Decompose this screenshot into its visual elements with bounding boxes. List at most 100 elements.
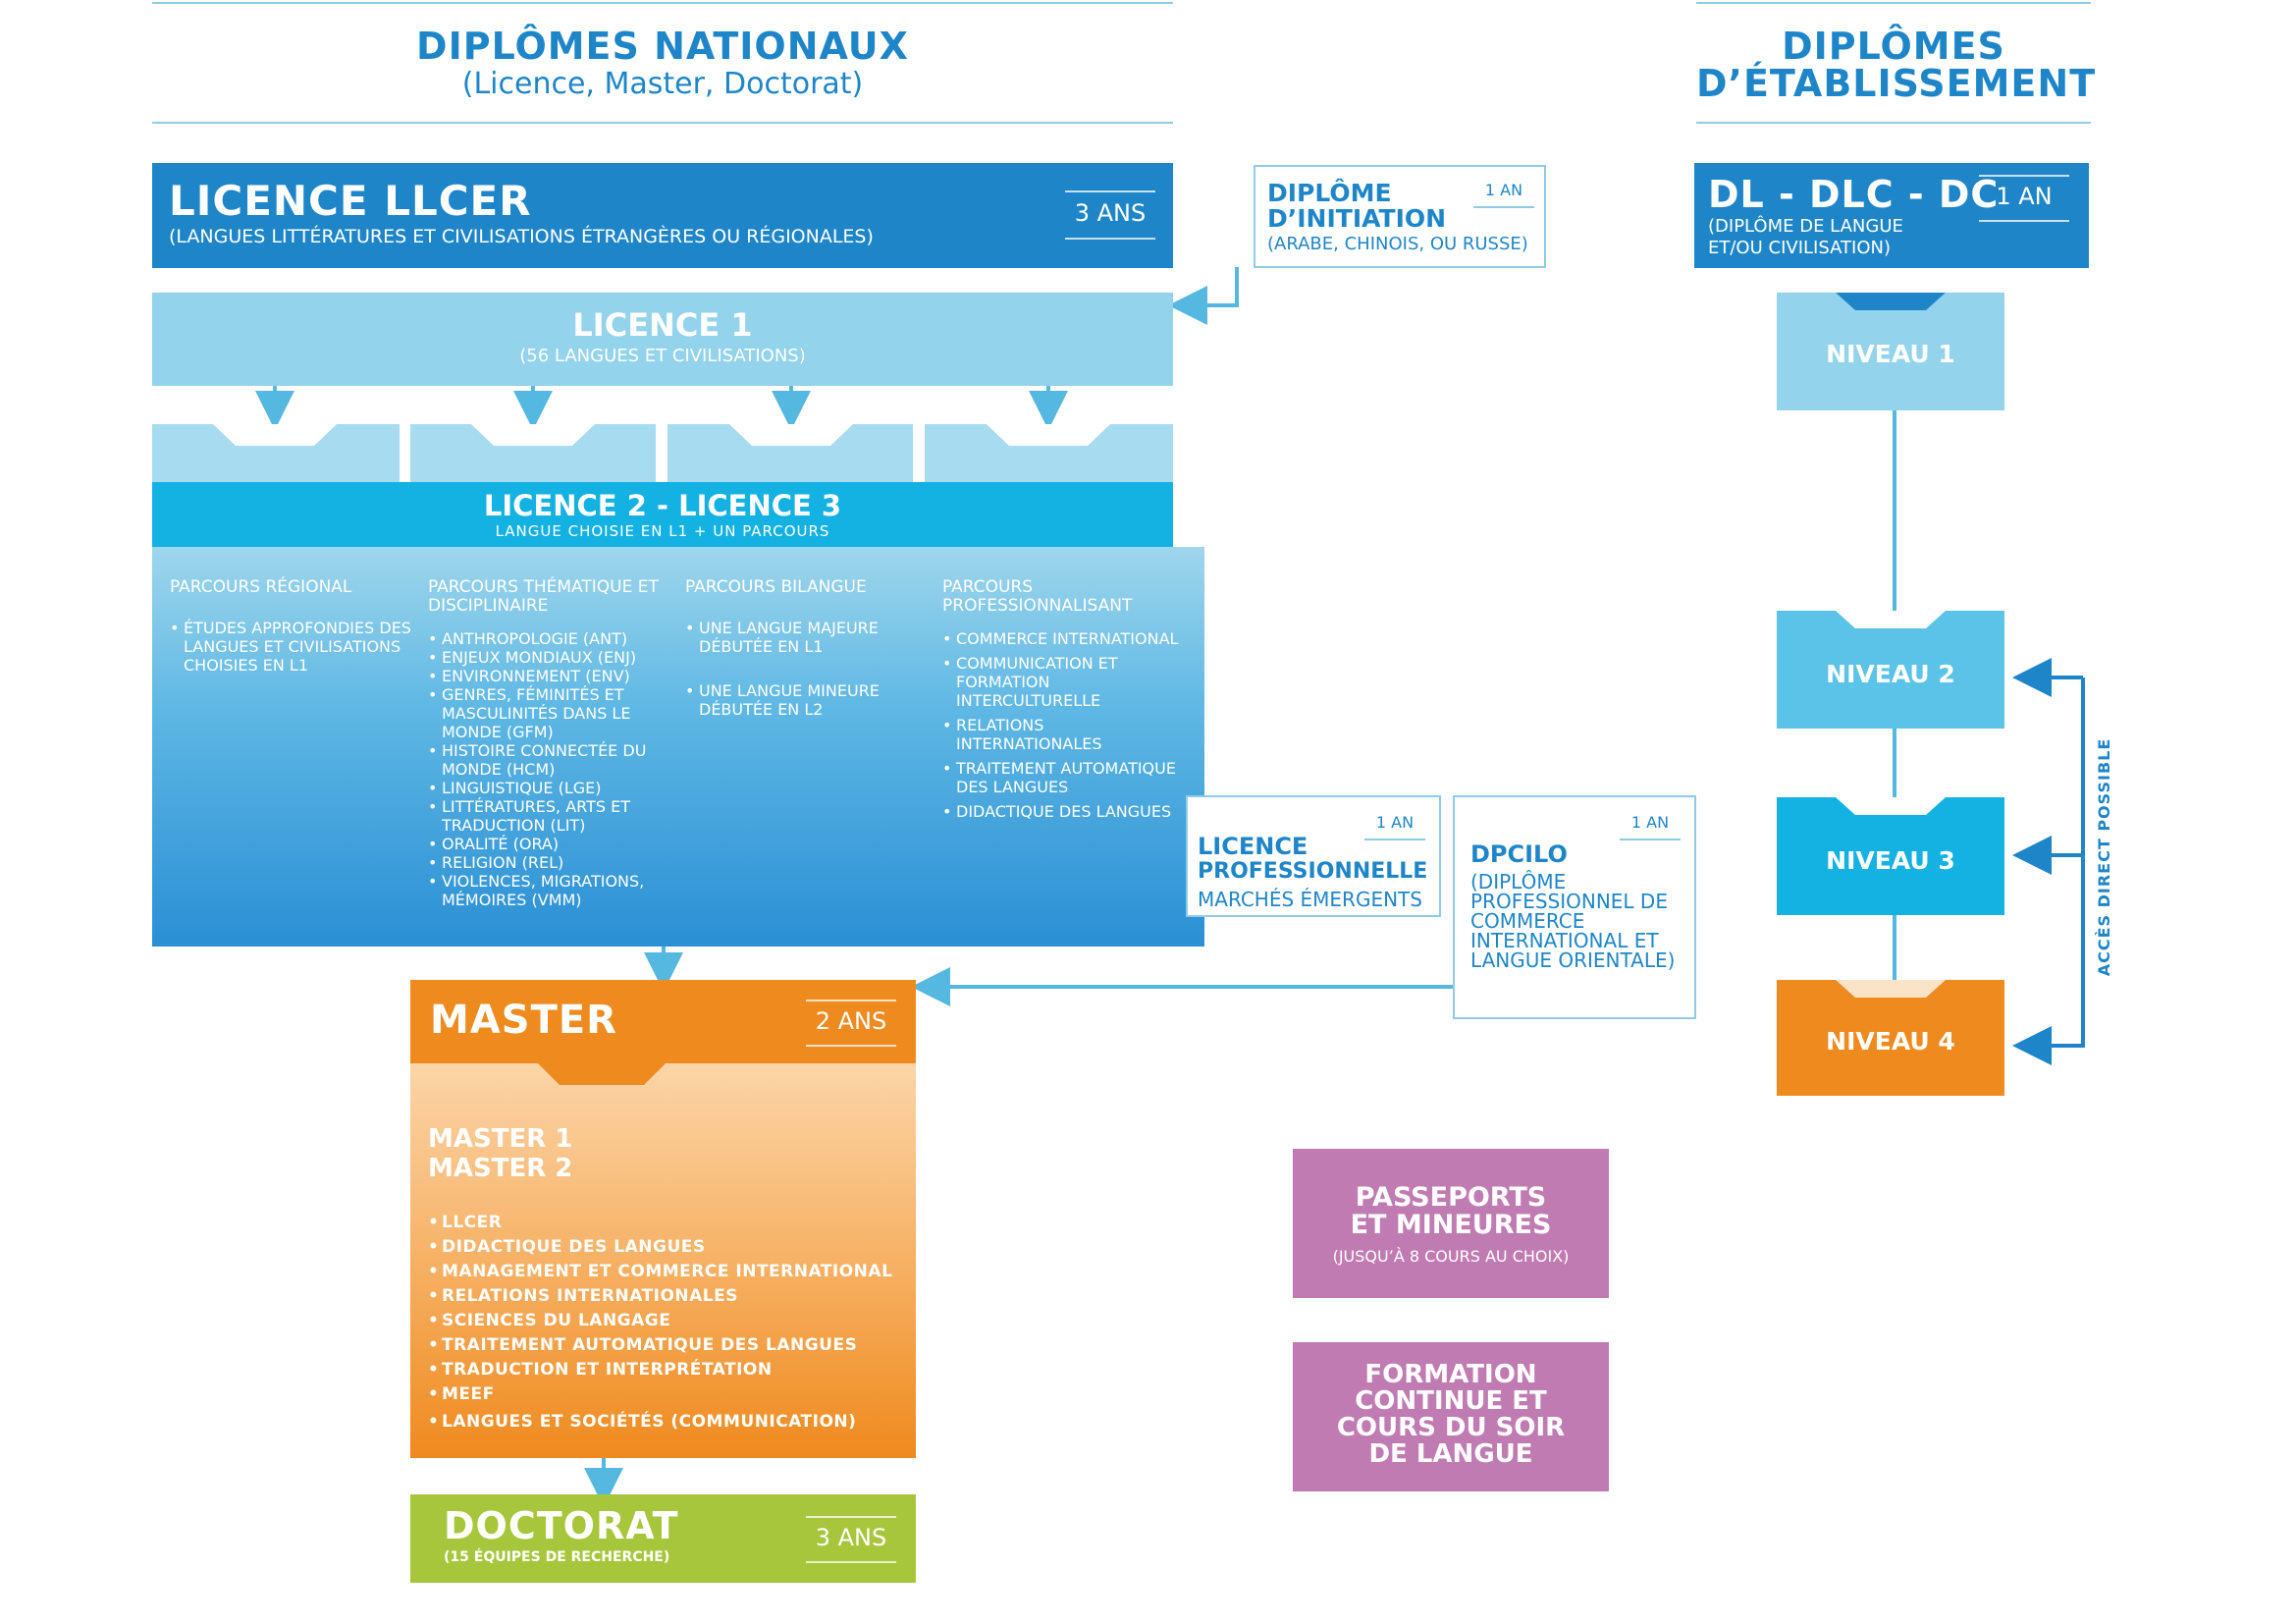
diplome-initiation-box: DIPLÔME D’INITIATION (ARABE, CHINOIS, OU… xyxy=(1254,165,1546,268)
diplome-initiation-duration: 1 AN xyxy=(1473,179,1534,208)
master-item: DIDACTIQUE DES LANGUES xyxy=(428,1235,892,1260)
licence-llcer-subtitle: (LANGUES LITTÉRATURES ET CIVILISATIONS É… xyxy=(169,226,874,247)
master-item: SCIENCES DU LANGAGE xyxy=(428,1309,892,1333)
parcours-thematique-item: ENVIRONNEMENT (ENV) xyxy=(428,667,673,685)
licence23-title: LICENCE 2 - LICENCE 3 xyxy=(483,489,842,522)
parcours-thematique-item: ENJEUX MONDIAUX (ENJ) xyxy=(428,648,673,667)
niveau-1: NIVEAU 1 xyxy=(1777,293,2004,410)
master-title: MASTER xyxy=(430,998,617,1043)
dpcilo-title: DPCILO xyxy=(1470,840,1568,868)
dl-duration: 1 AN xyxy=(1979,175,2069,222)
niveau-3-label: NIVEAU 3 xyxy=(1826,846,1955,875)
doctorat-box: DOCTORAT (15 ÉQUIPES DE RECHERCHE) 3 ANS xyxy=(410,1494,916,1583)
parcours-regional: PARCOURS RÉGIONAL ÉTUDES APPROFONDIES DE… xyxy=(152,547,431,947)
national-title: DIPLÔMES NATIONAUX xyxy=(416,25,909,68)
parcours-professionnalisant: PARCOURS PROFESSIONNALISANT COMMERCE INT… xyxy=(925,547,1204,947)
niveau-3-notch xyxy=(1836,797,1946,815)
parcours-bilangue-title: PARCOURS BILANGUE xyxy=(685,577,867,597)
master-notch xyxy=(538,1063,666,1085)
formation-line2: CONTINUE ET xyxy=(1355,1386,1547,1416)
formation-line3: COURS DU SOIR xyxy=(1336,1413,1566,1442)
niveau-3: NIVEAU 3 xyxy=(1777,797,2004,915)
parcours-thematique-item: HISTOIRE CONNECTÉE DU MONDE (HCM) xyxy=(428,741,673,779)
licence1-subtitle: (56 LANGUES ET CIVILISATIONS) xyxy=(519,346,806,366)
licence1-title: LICENCE 1 xyxy=(572,306,753,344)
doctorat-title: DOCTORAT xyxy=(444,1504,679,1547)
doctorat-subtitle: (15 ÉQUIPES DE RECHERCHE) xyxy=(444,1549,670,1565)
diplome-initiation-title-line1: DIPLÔME xyxy=(1267,179,1392,207)
master-item: LANGUES ET SOCIÉTÉS (COMMUNICATION) xyxy=(428,1410,892,1435)
licence-pro-title-line1: LICENCE xyxy=(1198,833,1308,860)
master-item: MANAGEMENT ET COMMERCE INTERNATIONAL xyxy=(428,1260,892,1284)
parcours-bilangue-item: UNE LANGUE MAJEURE DÉBUTÉE EN L1 xyxy=(685,619,931,656)
licence-llcer-duration: 3 ANS xyxy=(1065,190,1155,240)
licence-llcer-title: LICENCE LLCER xyxy=(169,177,532,225)
dl-title: DL - DLC - DC xyxy=(1708,173,2000,216)
parcours-regional-item: ÉTUDES APPROFONDIES DES LANGUES ET CIVIL… xyxy=(170,619,417,675)
master-item: RELATIONS INTERNATIONALES xyxy=(428,1284,892,1309)
master-body: MASTER 1 MASTER 2 LLCER DIDACTIQUE DES L… xyxy=(410,1063,916,1458)
master-item: LLCER xyxy=(428,1211,892,1235)
passeports-subtitle: (JUSQU’À 8 COURS AU CHOIX) xyxy=(1332,1247,1570,1266)
niveau-1-notch xyxy=(1836,293,1946,310)
parcours-pro-item: COMMERCE INTERNATIONAL xyxy=(942,629,1191,648)
licence1-box: LICENCE 1 (56 LANGUES ET CIVILISATIONS) xyxy=(152,293,1173,386)
parcours-pro-item: DIDACTIQUE DES LANGUES xyxy=(942,802,1191,821)
passeports-title-line1: PASSEPORTS xyxy=(1355,1182,1547,1213)
parcours-regional-title: PARCOURS RÉGIONAL xyxy=(170,577,352,597)
formation-line4: DE LANGUE xyxy=(1368,1439,1533,1469)
licence-pro-subtitle: MARCHÉS ÉMERGENTS xyxy=(1198,888,1422,911)
dl-subtitle-line1: (DIPLÔME DE LANGUE xyxy=(1708,216,1903,237)
licence-pro-title-line2: PROFESSIONNELLE xyxy=(1198,859,1428,884)
parcours-thematique-item: ORALITÉ (ORA) xyxy=(428,835,673,853)
licence23-band: LICENCE 2 - LICENCE 3 LANGUE CHOISIE EN … xyxy=(152,482,1173,547)
master-item: TRAITEMENT AUTOMATIQUE DES LANGUES xyxy=(428,1333,892,1358)
parcours-thematique-item: LINGUISTIQUE (LGE) xyxy=(428,779,673,797)
licence-llcer-box: LICENCE LLCER (LANGUES LITTÉRATURES ET C… xyxy=(152,163,1173,268)
dl-box: DL - DLC - DC (DIPLÔME DE LANGUE ET/OU C… xyxy=(1694,163,2089,268)
etab-title-line2: D’ÉTABLISSEMENT xyxy=(1696,62,2097,105)
parcours-thematique-item: LITTÉRATURES, ARTS ET TRADUCTION (LIT) xyxy=(428,797,673,835)
licence-pro-duration: 1 AN xyxy=(1364,811,1425,840)
niveau-2: NIVEAU 2 xyxy=(1777,611,2004,729)
doctorat-duration: 3 ANS xyxy=(806,1516,896,1563)
passeports-box: PASSEPORTS ET MINEURES (JUSQU’À 8 COURS … xyxy=(1293,1149,1609,1298)
etab-title-line1: DIPLÔMES xyxy=(1782,25,2005,68)
acces-direct-label: ACCÈS DIRECT POSSIBLE xyxy=(2095,737,2113,977)
niveau-2-label: NIVEAU 2 xyxy=(1826,660,1955,688)
formation-box: FORMATION CONTINUE ET COURS DU SOIR DE L… xyxy=(1293,1342,1609,1491)
master-header: MASTER 2 ANS xyxy=(410,980,916,1063)
niveau-2-notch xyxy=(1836,611,1946,628)
parcours-pro-title: PARCOURS PROFESSIONNALISANT xyxy=(942,577,1133,616)
etab-divider-top xyxy=(1696,2,2091,4)
master-year1: MASTER 1 xyxy=(428,1124,573,1154)
passeports-title-line2: ET MINEURES xyxy=(1350,1210,1552,1240)
parcours-thematique: PARCOURS THÉMATIQUE ET DISCIPLINAIRE ANT… xyxy=(410,547,687,947)
parcours-pro-item: TRAITEMENT AUTOMATIQUE DES LANGUES xyxy=(942,759,1191,796)
national-subtitle: (Licence, Master, Doctorat) xyxy=(461,67,864,101)
master-list: LLCER DIDACTIQUE DES LANGUES MANAGEMENT … xyxy=(428,1211,892,1435)
parcours-thematique-item: RELIGION (REL) xyxy=(428,853,673,872)
niveau-4-notch xyxy=(1836,980,1946,998)
parcours-pro-item: RELATIONS INTERNATIONALES xyxy=(942,716,1191,753)
parcours-thematique-item: GENRES, FÉMINITÉS ET MASCULINITÉS DANS L… xyxy=(428,685,673,741)
niveau-4-label: NIVEAU 4 xyxy=(1826,1027,1955,1056)
master-item: TRADUCTION ET INTERPRÉTATION xyxy=(428,1358,892,1382)
master-duration: 2 ANS xyxy=(806,1000,896,1047)
niveau-4: NIVEAU 4 xyxy=(1777,980,2004,1096)
parcours-thematique-item: VIOLENCES, MIGRATIONS, MÉMOIRES (VMM) xyxy=(428,872,673,909)
niveau-1-label: NIVEAU 1 xyxy=(1826,340,1955,368)
licence23-subtitle: LANGUE CHOISIE EN L1 + UN PARCOURS xyxy=(495,522,830,540)
parcours-thematique-item: ANTHROPOLOGIE (ANT) xyxy=(428,629,673,648)
diplome-initiation-subtitle: (ARABE, CHINOIS, OU RUSSE) xyxy=(1267,234,1528,254)
dpcilo-subtitle: (DIPLÔME PROFESSIONNEL DE COMMERCE INTER… xyxy=(1470,870,1676,972)
header-divider-bottom xyxy=(152,122,1173,124)
licence-pro-box: 1 AN LICENCE PROFESSIONNELLE MARCHÉS ÉME… xyxy=(1186,795,1441,917)
parcours-thematique-title: PARCOURS THÉMATIQUE ET DISCIPLINAIRE xyxy=(428,577,659,616)
parcours-bilangue: PARCOURS BILANGUE UNE LANGUE MAJEURE DÉB… xyxy=(667,547,944,947)
etab-divider-bottom xyxy=(1696,122,2091,124)
dpcilo-duration: 1 AN xyxy=(1620,811,1681,840)
master-item: MEEF xyxy=(428,1382,892,1407)
parcours-pro-item: COMMUNICATION ET FORMATION INTERCULTUREL… xyxy=(942,654,1191,710)
dpcilo-box: 1 AN DPCILO (DIPLÔME PROFESSIONNEL DE CO… xyxy=(1453,795,1696,1019)
